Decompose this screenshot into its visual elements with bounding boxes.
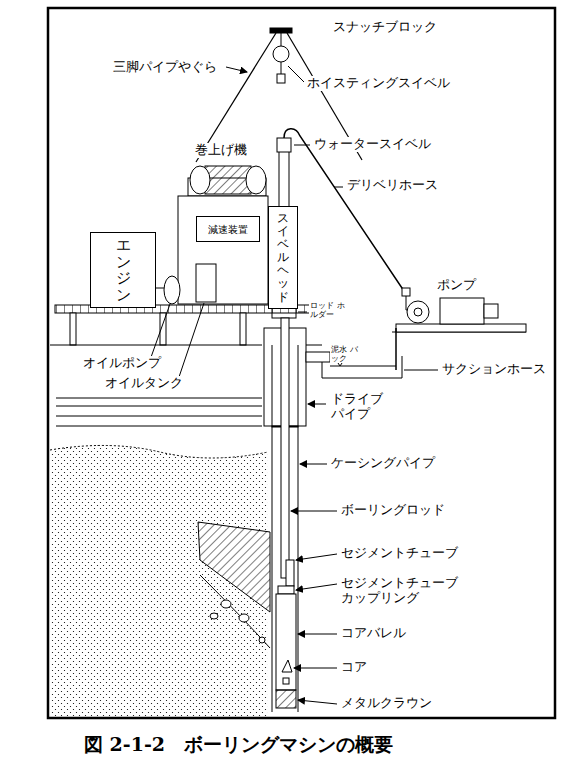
part-label: スナッチブロック — [332, 20, 438, 35]
figure-caption: 図 2-1-2 ボーリングマシンの概要 — [84, 732, 393, 758]
part-label: ケーシングパイプ — [330, 456, 436, 471]
part-label: ウォータースイベル — [313, 137, 432, 152]
swivel-head-box: スイベルヘッド — [268, 206, 298, 309]
part-label: セジメントチューブ カップリング — [340, 576, 466, 606]
soil-layers — [50, 398, 270, 716]
leader-lines — [150, 66, 438, 704]
part-label: デリベリホース — [346, 178, 439, 193]
part-label: サクションホース — [441, 362, 547, 377]
part-label: ロッド ホルダー — [309, 301, 347, 319]
hoist-drum — [156, 166, 268, 304]
part-label: セジメントチューブ — [340, 546, 459, 561]
borehole — [264, 318, 330, 712]
part-label: ドライブ パイプ — [330, 392, 388, 422]
gearbox-box: 減速装置 — [196, 216, 260, 242]
part-label: 巻上げ機 — [194, 143, 248, 158]
part-label: ホイスティングスイベル — [306, 76, 451, 91]
part-label: コア — [340, 660, 368, 675]
part-label: オイルポンプ — [82, 356, 162, 371]
part-label: 泥水 バック — [330, 345, 360, 363]
node-label: エンジン — [116, 237, 131, 303]
engine-box: エンジン — [90, 232, 156, 308]
part-label: ボーリングロッド — [340, 503, 446, 518]
part-label: 三脚パイプやぐら — [112, 60, 218, 75]
part-label: メタルクラウン — [340, 696, 433, 711]
part-label: コアバレル — [340, 626, 407, 641]
node-label: スイベルヘッド — [277, 211, 289, 303]
pump — [392, 288, 526, 370]
part-label: オイルタンク — [104, 376, 184, 391]
node-label: 減速装置 — [208, 224, 248, 235]
part-label: ポンプ — [436, 278, 477, 293]
